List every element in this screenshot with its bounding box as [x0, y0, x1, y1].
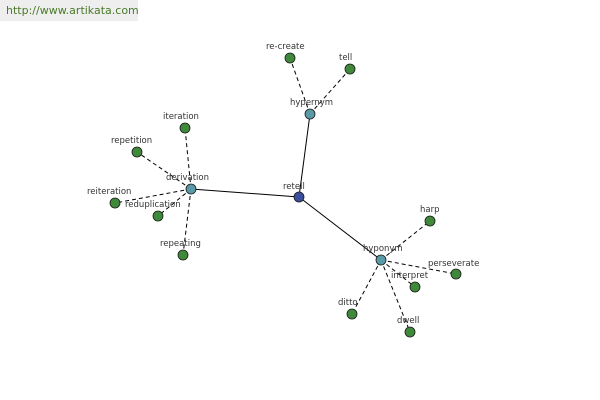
leaf-node-label: tell: [339, 53, 352, 63]
edge-hyponym-harp: [380, 220, 431, 261]
leaf-node-reduplication[interactable]: reduplication: [125, 200, 181, 222]
leaf-node-circle[interactable]: [346, 308, 358, 320]
leaf-node-re-create[interactable]: re-create: [266, 42, 305, 64]
leaf-node-label: dwell: [397, 316, 419, 326]
leaf-node-reiteration[interactable]: reiteration: [87, 187, 131, 209]
leaf-node-circle[interactable]: [450, 268, 462, 280]
leaf-node-label: harp: [420, 205, 440, 215]
relation-node-circle[interactable]: [185, 183, 197, 195]
graph-nodes: retell hypernym re-create tell derivation ite…: [87, 42, 479, 338]
edge-derivation-repetition: [136, 151, 192, 190]
leaf-node-ditto[interactable]: ditto: [338, 298, 358, 320]
graph-edges: [114, 57, 457, 333]
leaf-node-label: repetition: [111, 136, 152, 146]
leaf-node-circle[interactable]: [177, 249, 189, 261]
leaf-node-circle[interactable]: [424, 215, 436, 227]
leaf-node-dwell[interactable]: dwell: [397, 316, 419, 338]
relation-node-label: hyponym: [363, 244, 403, 254]
relation-node-circle[interactable]: [304, 108, 316, 120]
relation-node-label: hypernym: [290, 98, 333, 108]
leaf-node-tell[interactable]: tell: [339, 53, 356, 75]
leaf-node-label: repeating: [160, 239, 201, 249]
leaf-node-label: reiteration: [87, 187, 131, 197]
leaf-node-interpret[interactable]: interpret: [391, 271, 429, 293]
leaf-node-iteration[interactable]: iteration: [163, 112, 199, 134]
leaf-node-label: re-create: [266, 42, 305, 52]
edge-derivation-iteration: [184, 127, 192, 190]
center-node-label: retell: [283, 182, 305, 192]
relation-node-hyponym[interactable]: hyponym: [363, 244, 403, 266]
leaf-node-label: reduplication: [125, 200, 181, 210]
edge-hypernym-re-create: [289, 57, 311, 115]
leaf-node-circle[interactable]: [404, 326, 416, 338]
edge-hyponym-perseverate: [380, 259, 457, 275]
relation-node-circle[interactable]: [375, 254, 387, 266]
leaf-node-label: iteration: [163, 112, 199, 122]
relation-node-label: derivation: [166, 173, 209, 183]
leaf-node-label: interpret: [391, 271, 429, 281]
leaf-node-circle[interactable]: [179, 122, 191, 134]
relation-node-hypernym[interactable]: hypernym: [290, 98, 333, 120]
leaf-node-harp[interactable]: harp: [420, 205, 440, 227]
edge-derivation-reduplication: [157, 188, 192, 217]
leaf-node-circle[interactable]: [284, 52, 296, 64]
leaf-node-repeating[interactable]: repeating: [160, 239, 201, 261]
edge-derivation-reiteration: [114, 188, 192, 204]
leaf-node-circle[interactable]: [131, 146, 143, 158]
edge-retell-hypernym: [298, 113, 311, 198]
edge-hyponym-ditto: [351, 259, 382, 315]
edge-hypernym-tell: [309, 68, 351, 115]
edge-retell-derivation: [190, 188, 300, 198]
watermark-url: http://www.artikata.com: [6, 4, 139, 17]
leaf-node-perseverate[interactable]: perseverate: [428, 259, 479, 280]
leaf-node-circle[interactable]: [109, 197, 121, 209]
leaf-node-circle[interactable]: [409, 281, 421, 293]
center-node-retell[interactable]: retell: [283, 182, 305, 203]
leaf-node-label: perseverate: [428, 259, 479, 269]
edge-retell-hyponym: [298, 196, 382, 261]
edge-hyponym-dwell: [380, 259, 411, 333]
watermark: http://www.artikata.com: [0, 0, 139, 21]
leaf-node-circle[interactable]: [152, 210, 164, 222]
center-node-circle[interactable]: [293, 191, 305, 203]
relation-node-derivation[interactable]: derivation: [166, 173, 209, 195]
leaf-node-circle[interactable]: [344, 63, 356, 75]
leaf-node-label: ditto: [338, 298, 358, 308]
edge-hyponym-interpret: [380, 259, 416, 288]
leaf-node-repetition[interactable]: repetition: [111, 136, 152, 158]
